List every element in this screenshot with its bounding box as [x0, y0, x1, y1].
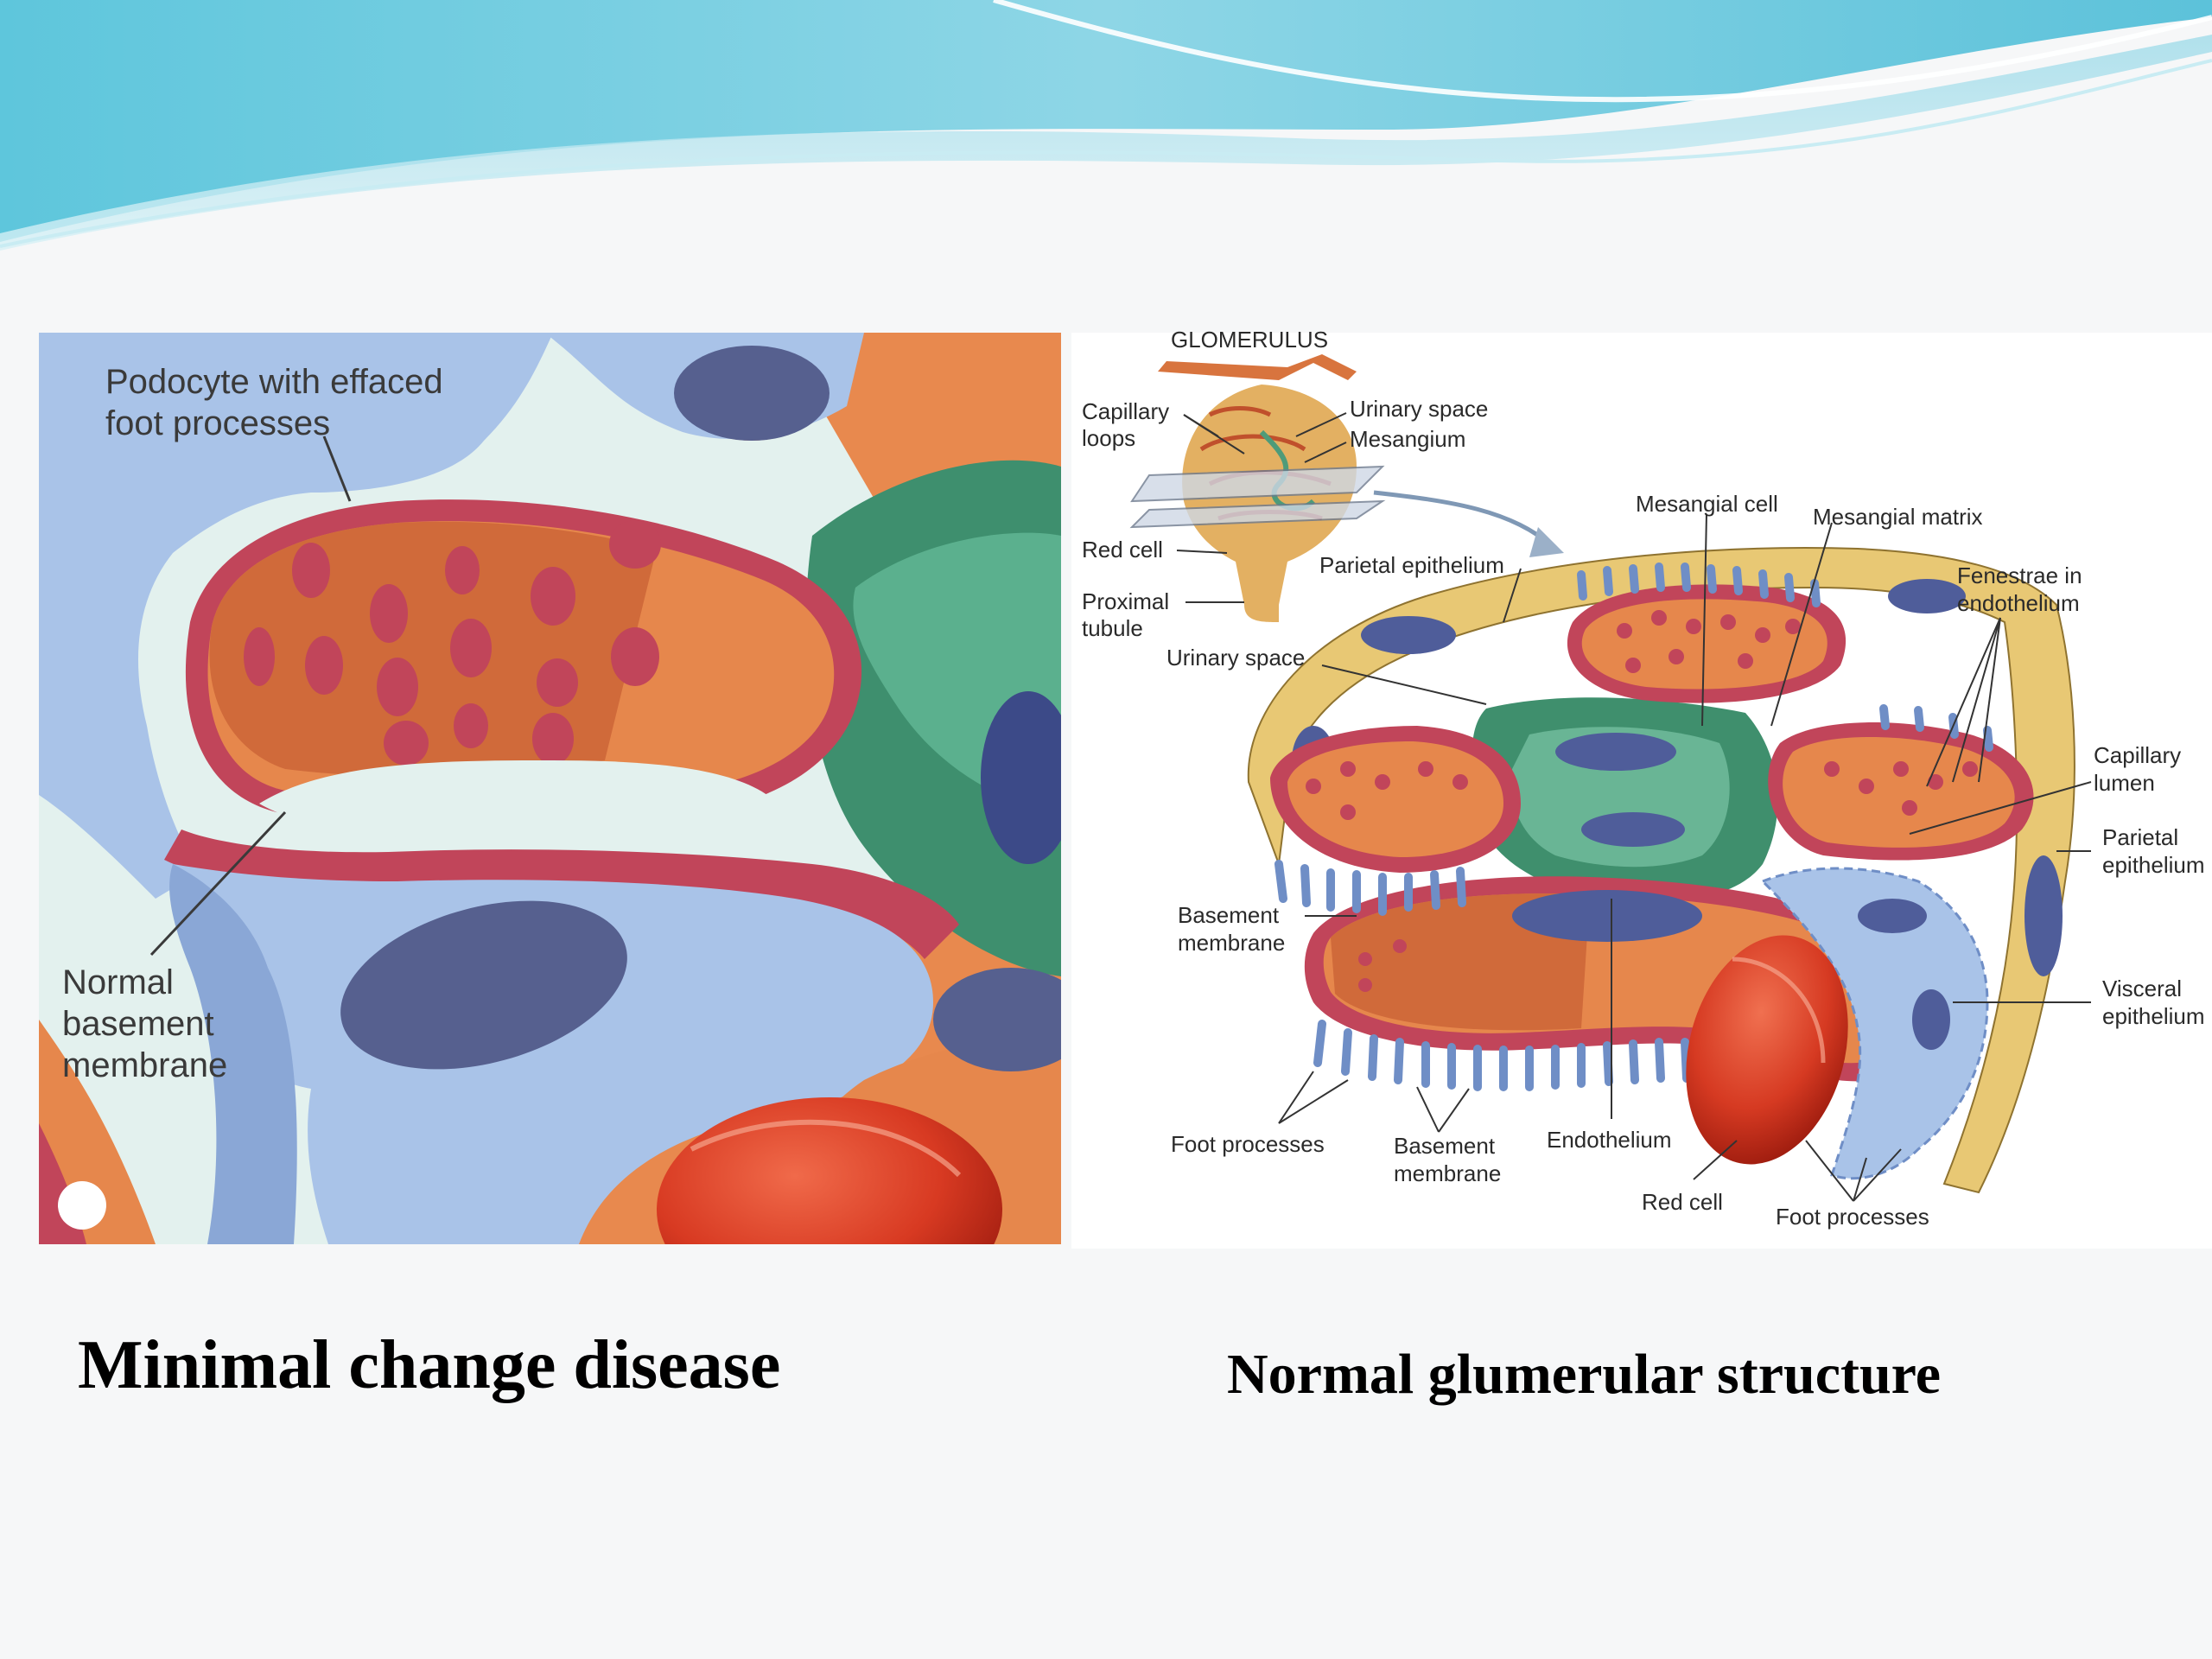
label-visceral-epithelium-2: epithelium	[2102, 1003, 2205, 1029]
label-proximal-tubule-1: Proximal	[1082, 588, 1169, 614]
label-foot-processes-left: Foot processes	[1171, 1131, 1325, 1157]
label-capillary-loops-1: Capillary	[1082, 398, 1169, 424]
label-mesangial-matrix: Mesangial matrix	[1813, 504, 1983, 530]
label-capillary-loops-2: loops	[1082, 425, 1135, 451]
label-membrane-line3: membrane	[62, 1046, 227, 1084]
label-urinary-space-top: Urinary space	[1350, 396, 1488, 422]
label-urinary-space-mid: Urinary space	[1166, 645, 1305, 671]
label-endothelium: Endothelium	[1547, 1127, 1672, 1153]
caption-minimal-change-disease: Minimal change disease	[78, 1327, 781, 1403]
right-labels: GLOMERULUS Capillary loops Urinary space…	[1082, 327, 2205, 1230]
label-proximal-tubule-2: tubule	[1082, 615, 1143, 641]
label-membrane-line2: basement	[62, 1005, 214, 1043]
label-basement-membrane-left-2: membrane	[1178, 930, 1285, 956]
label-basement-membrane-bottom-2: membrane	[1394, 1160, 1501, 1186]
label-capillary-lumen-2: lumen	[2094, 770, 2155, 796]
label-capillary-lumen-1: Capillary	[2094, 742, 2181, 768]
glomerulus-inset	[1129, 354, 1564, 622]
label-red-cell-top: Red cell	[1082, 537, 1163, 563]
label-red-cell-bottom: Red cell	[1642, 1189, 1723, 1215]
label-podocyte-line2: foot processes	[105, 404, 330, 442]
caption-normal-glomerular-structure: Normal glumerular structure	[1227, 1343, 1942, 1406]
label-podocyte-line1: Podocyte with effaced	[105, 363, 443, 401]
label-parietal-epithelium-right-1: Parietal	[2102, 824, 2178, 850]
label-basement-membrane-bottom-1: Basement	[1394, 1133, 1496, 1159]
label-membrane-line1: Normal	[62, 963, 174, 1001]
label-glomerulus: GLOMERULUS	[1171, 327, 1328, 353]
label-parietal-epithelium-right-2: epithelium	[2102, 852, 2205, 878]
label-basement-membrane-left-1: Basement	[1178, 902, 1280, 928]
label-mesangium: Mesangium	[1350, 426, 1465, 452]
label-mesangial-cell: Mesangial cell	[1636, 491, 1778, 517]
label-fenestrae-1: Fenestrae in	[1957, 563, 2082, 588]
label-foot-processes-right: Foot processes	[1776, 1204, 1929, 1230]
label-fenestrae-2: endothelium	[1957, 590, 2080, 616]
label-visceral-epithelium-1: Visceral	[2102, 976, 2182, 1001]
label-parietal-epithelium-top: Parietal epithelium	[1319, 552, 1504, 578]
